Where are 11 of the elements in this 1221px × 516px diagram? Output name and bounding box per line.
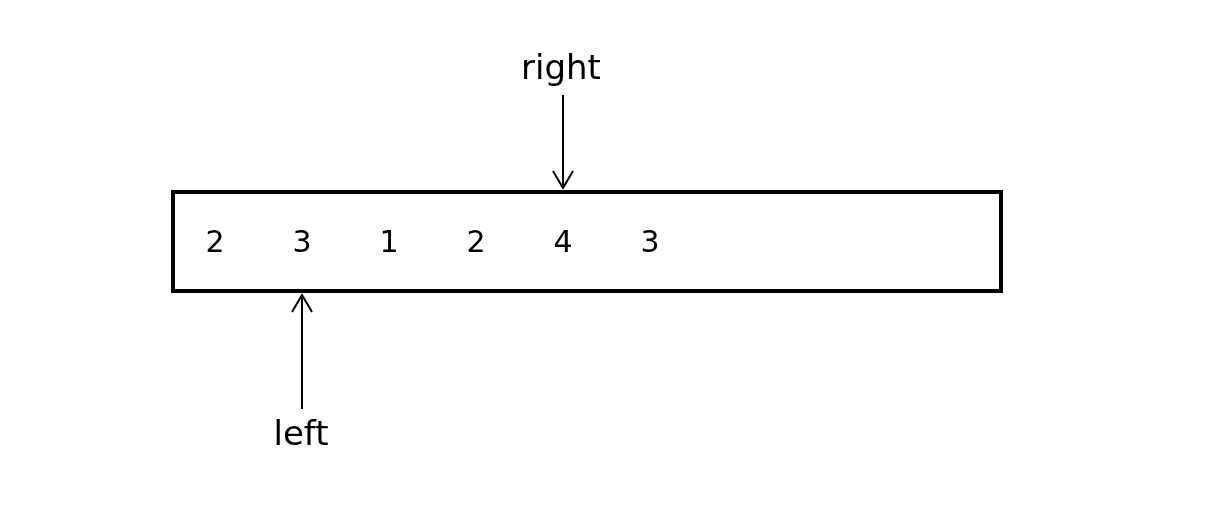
arrow: [291, 294, 313, 410]
array-value: 1: [379, 224, 399, 259]
array-value: 2: [205, 224, 225, 259]
array-box: [171, 190, 1003, 293]
array-value: 4: [553, 224, 573, 259]
array-value: 3: [292, 224, 312, 259]
pointer-label: left: [273, 413, 329, 453]
array-value: 2: [466, 224, 486, 259]
arrow: [552, 94, 574, 189]
pointer-label: right: [521, 47, 601, 87]
array-value: 3: [640, 224, 660, 259]
